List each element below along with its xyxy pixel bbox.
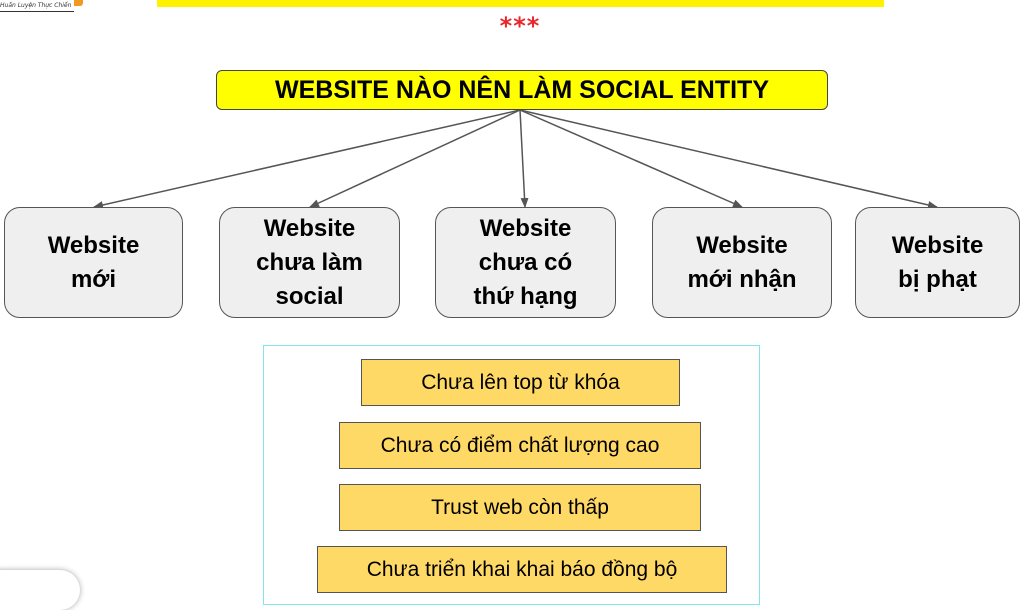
reason-item: Chưa có điểm chất lượng cao	[339, 422, 701, 469]
reason-item: Trust web còn thấp	[339, 484, 701, 531]
arrow-to-node-4	[519, 109, 743, 208]
arrow-to-node-2	[309, 109, 521, 208]
node-website-moi: Website mới	[4, 207, 183, 318]
arrow-to-node-1	[93, 109, 521, 209]
arrow-to-node-5	[519, 109, 938, 209]
node-website-chua-co-thu-hang: Website chưa có thứ hạng	[435, 207, 616, 318]
top-banner	[157, 0, 884, 7]
floating-control[interactable]	[0, 570, 80, 610]
logo-mark	[74, 0, 83, 6]
diagram-title: WEBSITE NÀO NÊN LÀM SOCIAL ENTITY	[216, 70, 828, 110]
connector-arrows	[93, 109, 938, 209]
node-website-chua-lam-social: Website chưa làm social	[219, 207, 400, 318]
reason-item: Chưa triển khai khai báo đồng bộ	[317, 546, 727, 593]
node-website-moi-nhan: Website mới nhận	[652, 207, 832, 318]
node-website-bi-phat: Website bị phạt	[855, 207, 1020, 318]
logo-underline	[0, 11, 74, 12]
arrow-to-node-3	[519, 109, 529, 208]
stars-divider: ***	[499, 12, 541, 40]
reason-item: Chưa lên top từ khóa	[361, 359, 680, 406]
logo-tagline: Huấn Luyện Thực Chiến	[0, 2, 72, 9]
